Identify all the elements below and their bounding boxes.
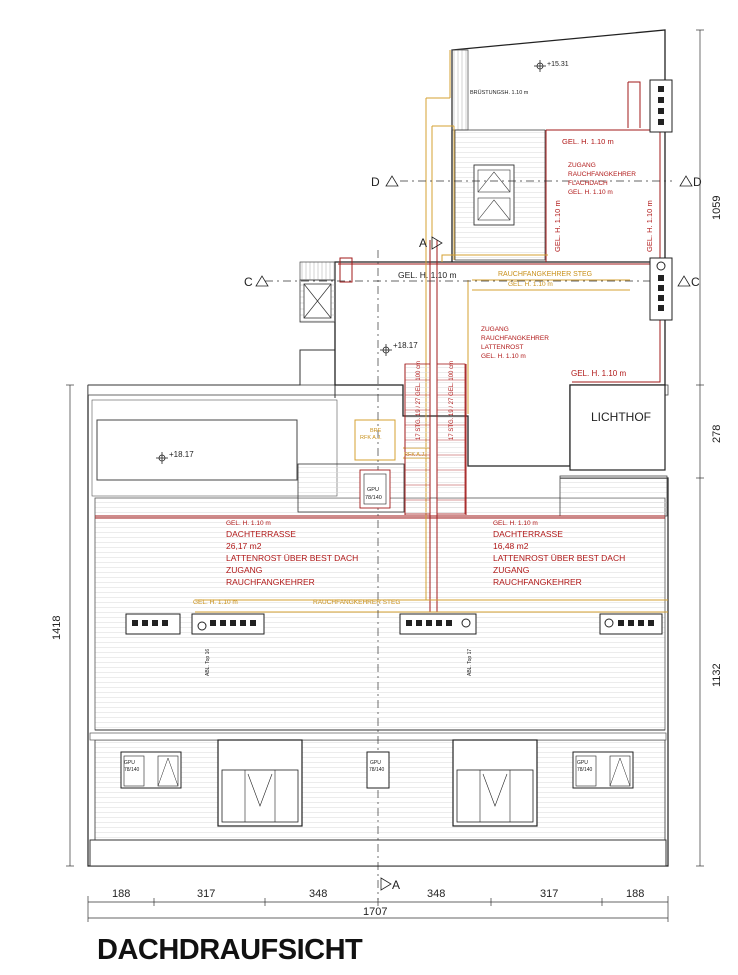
dim-bottom-6: 188 [626,888,644,900]
drawing-title: DACHDRAUFSICHT [97,934,363,966]
terrace-right-area: 16,48 m2 [493,541,529,551]
section-c-left-arrow [255,275,269,287]
section-markers: D D C C A A [244,175,702,892]
gpu-skylight-center [359,469,391,509]
steg-lower-label: RAUCHFANGKEHRER STEG [313,599,400,606]
elevation-markers [156,60,546,464]
terrace-right-lattenrost: LATTENROST ÜBER BEST DACH [493,553,625,563]
gpu-center-2: 78/140 [365,495,382,501]
stair-right-label: 17 STG. 19 / 27 GEL. 100 cm [449,361,455,440]
roof-window-2 [572,751,634,789]
zugang-flachdach-1: ZUGANG [568,162,596,169]
zugang-lattenrost-1: ZUGANG [481,326,509,333]
dim-bottom-1: 188 [112,888,130,900]
section-d-left: D [371,175,380,189]
dim-bottom-2: 317 [197,888,215,900]
dim-bottom-5: 317 [540,888,558,900]
dormer-window-left [217,739,303,827]
terrace-left-name: DACHTERRASSE [226,529,296,539]
section-lines [265,180,672,900]
rfk-small-label: RFK A.J. [404,452,426,458]
section-a-bottom-arrow [380,877,392,891]
meter-box-center [399,613,477,635]
dim-bottom-4: 348 [427,888,445,900]
stairs: 17 STG. 19 / 27 GEL. 100 cm 17 STG. 19 /… [404,361,466,515]
dim-right-2: 278 [711,425,723,443]
dim-left: 1418 [51,616,63,640]
zugang-lattenrost-3: LATTENROST [481,344,524,351]
section-a-top-arrow [431,236,443,250]
gpu-window-1a: GPU [124,760,135,766]
meter-box-right [599,613,663,635]
gpu-center-1: GPU [367,487,379,493]
parapet-lines [95,81,665,612]
gel-lower-label: GEL. H. 1.10 m [193,599,238,606]
meter-box-left [125,613,181,635]
terrace-left-zugang: ZUGANG [226,565,262,575]
abl-top17-label: ABL. Top 17 [467,649,473,676]
section-a-top: A [419,236,427,250]
gel-mid-label: GEL. H. 1.10 m [398,270,457,280]
zugang-lattenrost-4: GEL. H. 1.10 m [481,353,526,360]
steg-gel-label: GEL. H. 1.10 m [508,281,553,288]
bruestung-label: BRÜSTUNGSH. 1.10 m [470,89,529,96]
upper-tower [299,29,666,471]
section-c-right: C [691,275,700,289]
gpu-window-1b: 78/140 [124,767,140,773]
terrace-right-rfk: RAUCHFANGKEHRER [493,577,582,587]
elevation-left: +18.17 [169,450,194,459]
meter-box-tower-top [649,79,673,133]
terrace-right-name: DACHTERRASSE [493,529,563,539]
zugang-flachdach-2: RAUCHFANGKEHRER [568,171,636,178]
dim-bottom-3: 348 [309,888,327,900]
elevation-top: +15.31 [547,61,569,68]
dim-right-1: 1059 [711,196,723,220]
dormer-window-right [452,739,538,827]
terrace-left-rfk: RAUCHFANGKEHRER [226,577,315,587]
bre-label-2: RFK A.J. [360,435,382,441]
gel-right-label: GEL. H. 1.10 m [571,369,626,378]
dim-total: 1707 [363,906,387,918]
stair-left-label: 17 STG. 19 / 27 GEL. 100 cm [416,361,422,440]
meter-box-tower-mid [649,257,673,321]
section-a-bottom: A [392,878,400,892]
terrace-left-area: 26,17 m2 [226,541,262,551]
gpu-window-2a: GPU [577,760,588,766]
section-c-left: C [244,275,253,289]
zugang-flachdach-3: FLACHDACH [568,180,608,187]
terrace-left-labels: GEL. H. 1.10 m DACHTERRASSE 26,17 m2 LAT… [226,520,358,587]
roof-window-1 [120,751,182,789]
steg-label: RAUCHFANGKEHRER STEG [498,271,592,278]
abl-top16-label: ABL. Top 16 [205,649,211,676]
access-path-lines [195,50,668,613]
gel-vert-right: GEL. H. 1.10 m [645,200,654,252]
terrace-right-zugang: ZUGANG [493,565,529,575]
section-c-right-arrow [677,275,691,287]
zugang-flachdach-4: GEL. H. 1.10 m [568,189,613,196]
gpu-window-2b: 78/140 [577,767,593,773]
elevation-mid: +18.17 [393,341,418,350]
section-d-right-arrow [679,175,693,187]
terrace-left-lattenrost: LATTENROST ÜBER BEST DACH [226,553,358,563]
dimension-lines [66,29,704,922]
bre-label-1: BRE [370,428,382,434]
dim-right-3: 1132 [711,663,723,687]
gel-top-label: GEL. H. 1.10 m [562,137,614,146]
section-d-right: D [693,175,702,189]
zugang-lattenrost-2: RAUCHFANGKEHRER [481,335,549,342]
terrace-right-labels: GEL. H. 1.10 m DACHTERRASSE 16,48 m2 LAT… [493,520,625,587]
gel-vert-left: GEL. H. 1.10 m [553,200,562,252]
roof-window-3 [366,751,390,789]
gpu-window-3b: 78/140 [369,767,385,773]
lichthof-label: LICHTHOF [591,410,651,424]
gpu-window-3a: GPU [370,760,381,766]
lower-building [87,349,669,867]
terrace-right-gel: GEL. H. 1.10 m [493,520,538,527]
terrace-left-gel: GEL. H. 1.10 m [226,520,271,527]
meter-box-left2 [191,613,265,635]
section-d-left-arrow [385,175,399,187]
